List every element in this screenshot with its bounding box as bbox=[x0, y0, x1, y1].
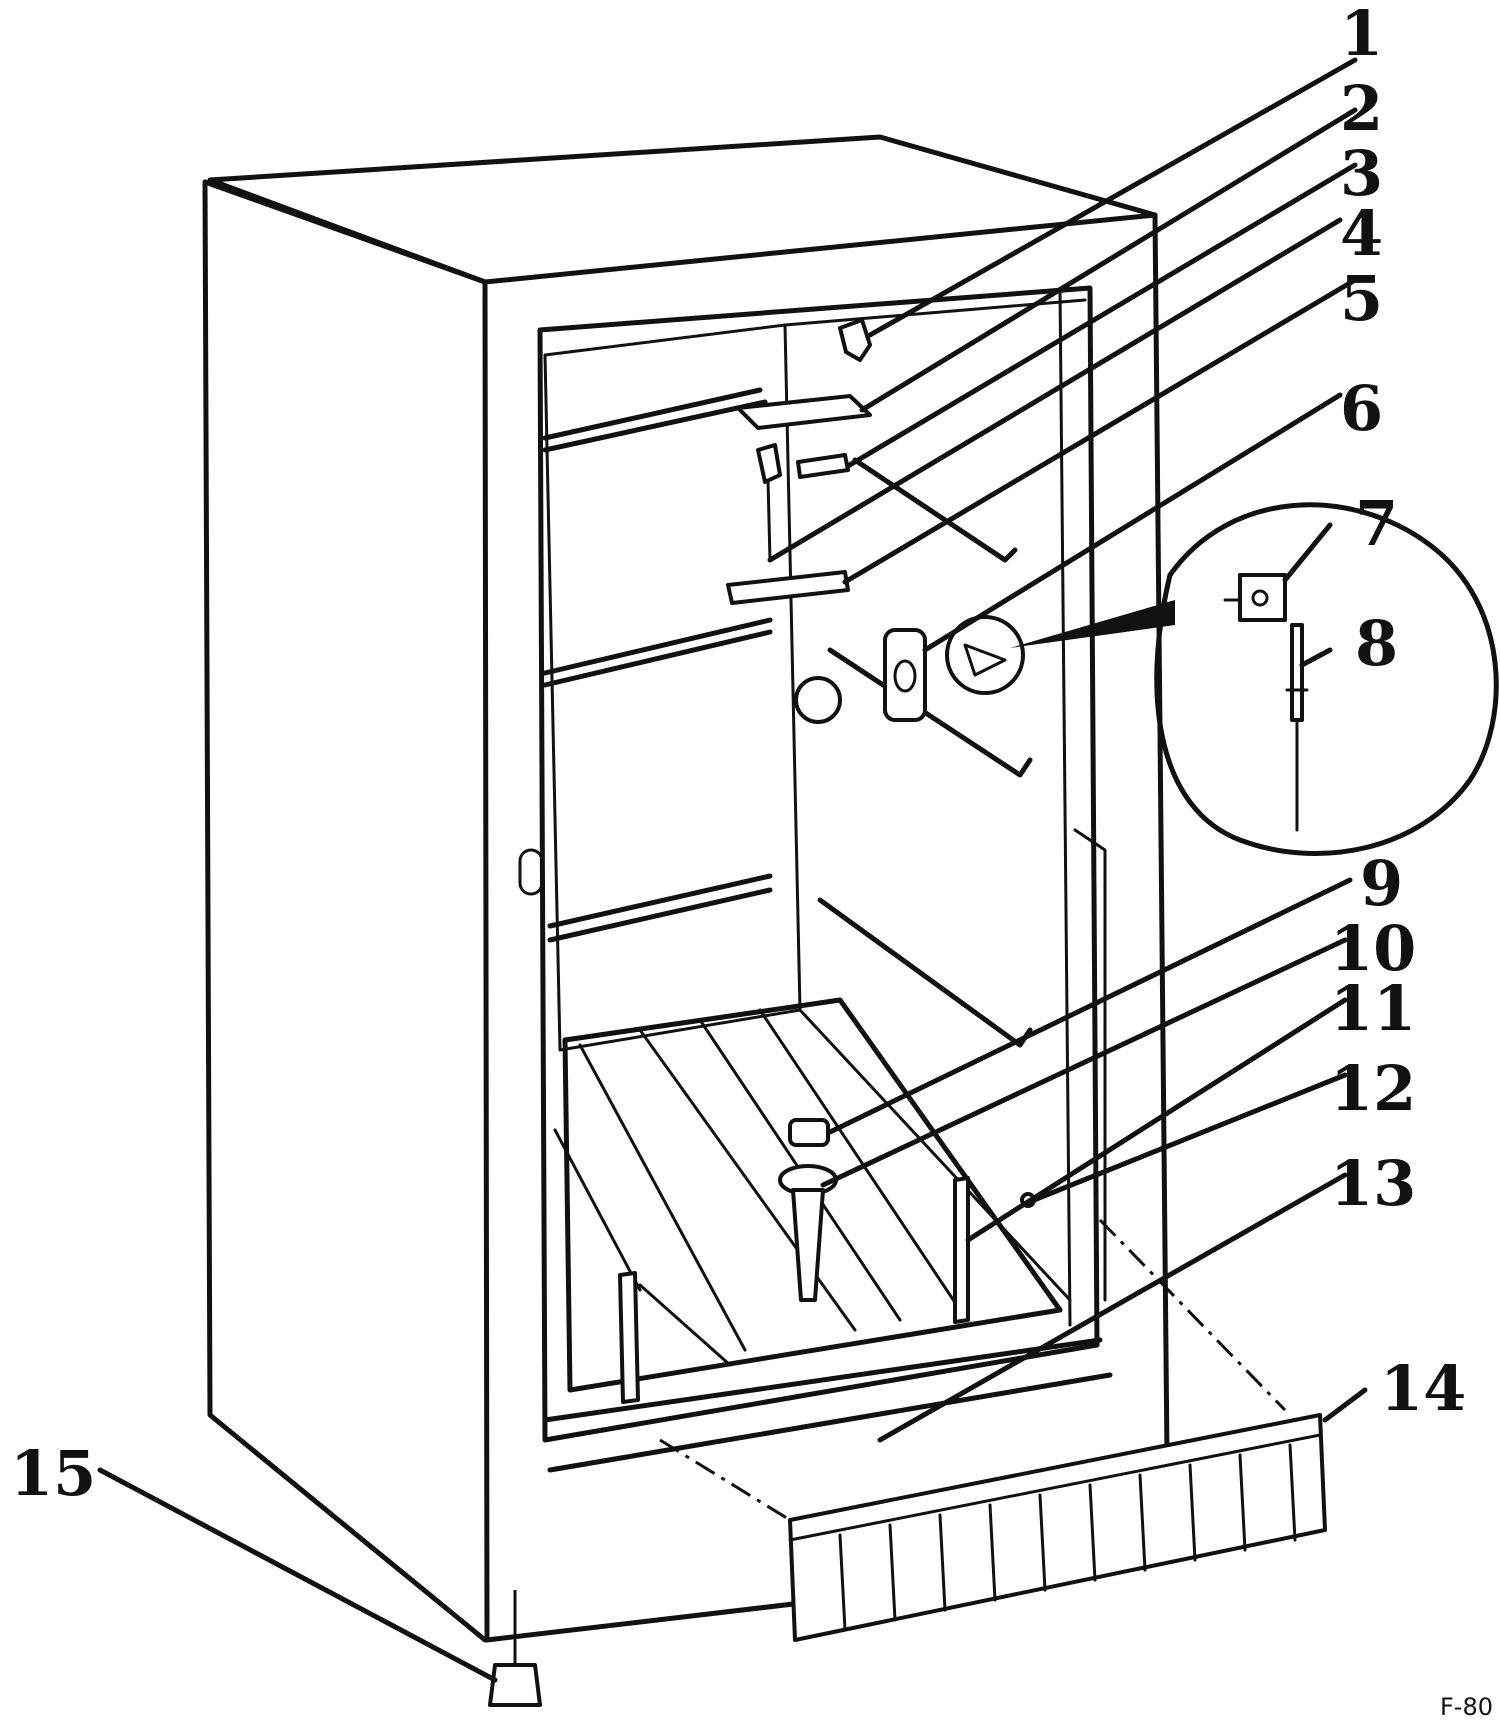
shelf-rails bbox=[542, 387, 1033, 1048]
callout-labels: 1 2 3 4 5 6 7 8 9 10 11 12 13 14 15 F-80 bbox=[10, 0, 1493, 1721]
callout-13: 13 bbox=[1330, 1147, 1416, 1220]
leader-lines bbox=[97, 57, 1368, 1683]
callout-10: 10 bbox=[1330, 912, 1416, 985]
part-4-shaft bbox=[756, 443, 782, 562]
part-9-drain-cap bbox=[788, 1118, 830, 1147]
part-6-thermostat bbox=[794, 615, 1025, 724]
figure-code: F-80 bbox=[1440, 1693, 1493, 1721]
callout-12: 12 bbox=[1330, 1052, 1416, 1125]
callout-2: 2 bbox=[1340, 72, 1383, 145]
part-1-knob bbox=[838, 318, 872, 362]
callout-3: 3 bbox=[1340, 137, 1383, 210]
callout-9: 9 bbox=[1360, 847, 1403, 920]
assembly-lines bbox=[513, 1218, 1287, 1610]
part-2-lamp-housing bbox=[736, 394, 872, 430]
part-15-leveling-foot bbox=[488, 1603, 542, 1707]
part-14-grille bbox=[788, 1413, 1327, 1642]
door-hinge-slot bbox=[518, 848, 544, 896]
callout-5: 5 bbox=[1340, 262, 1383, 335]
part-5-bracket bbox=[726, 570, 850, 605]
inner-liner bbox=[537, 285, 1113, 1473]
callout-14: 14 bbox=[1380, 1352, 1466, 1425]
callout-15: 15 bbox=[10, 1437, 96, 1510]
part-13-crisper-guide-left bbox=[618, 1271, 640, 1404]
callout-8: 8 bbox=[1355, 607, 1398, 680]
callout-6: 6 bbox=[1340, 372, 1383, 445]
part-10-drain-tube bbox=[778, 1164, 838, 1302]
callout-4: 4 bbox=[1340, 197, 1383, 270]
detail-magnifier bbox=[1010, 502, 1499, 856]
callout-7: 7 bbox=[1355, 487, 1398, 560]
part-3-lamp-socket bbox=[796, 453, 850, 479]
callout-11: 11 bbox=[1330, 972, 1416, 1045]
part-11-crisper-guide-right bbox=[953, 1176, 970, 1324]
callout-1: 1 bbox=[1340, 0, 1383, 70]
